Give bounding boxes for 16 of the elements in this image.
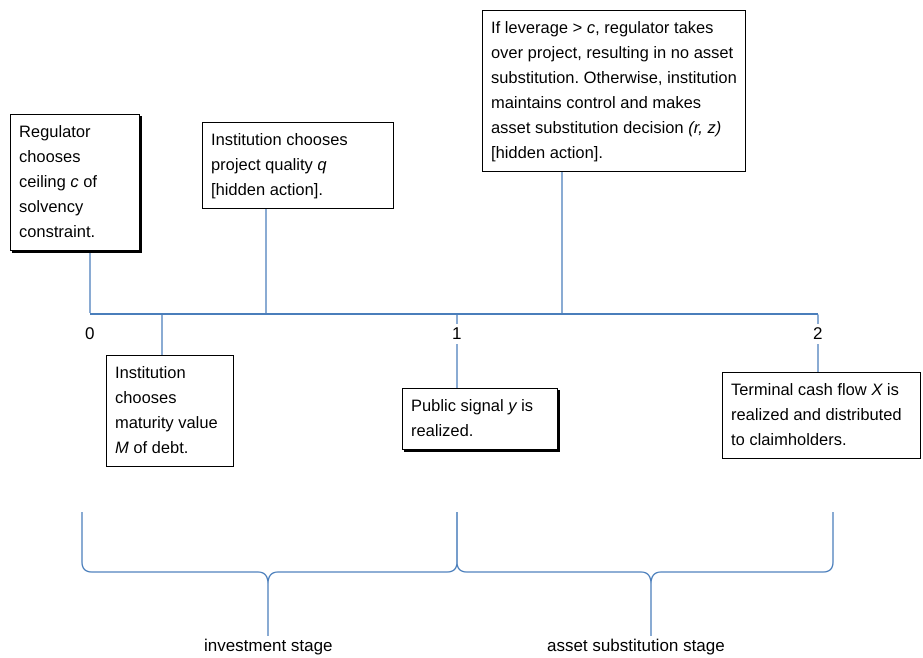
event-box: If leverage > c, regulator takes over project, resulting in no asset substitution. Otherwise, institution maintains control and makes asset substitution decision (r, z) [hidden action]. — [482, 10, 746, 172]
event-box: Public signal y is realized. — [402, 388, 558, 450]
event-box: Institution chooses project quality q [hidden action]. — [202, 122, 394, 209]
stage-label: asset substitution stage — [546, 636, 726, 656]
event-box: Terminal cash flow X is realized and distributed to claimholders. — [722, 372, 921, 459]
connector-line — [817, 314, 819, 372]
time-label: 2 — [812, 324, 824, 344]
connector-line — [89, 251, 91, 313]
stage-label: investment stage — [203, 636, 334, 656]
connector-line — [561, 172, 563, 313]
timeline-bar — [90, 313, 818, 314]
connector-line — [265, 209, 267, 313]
event-box: Regulator chooses ceiling c of solvency constraint. — [10, 114, 140, 251]
event-box: Institution chooses maturity value M of debt. — [106, 355, 234, 467]
time-label: 1 — [451, 324, 462, 344]
connector-line — [161, 314, 163, 355]
